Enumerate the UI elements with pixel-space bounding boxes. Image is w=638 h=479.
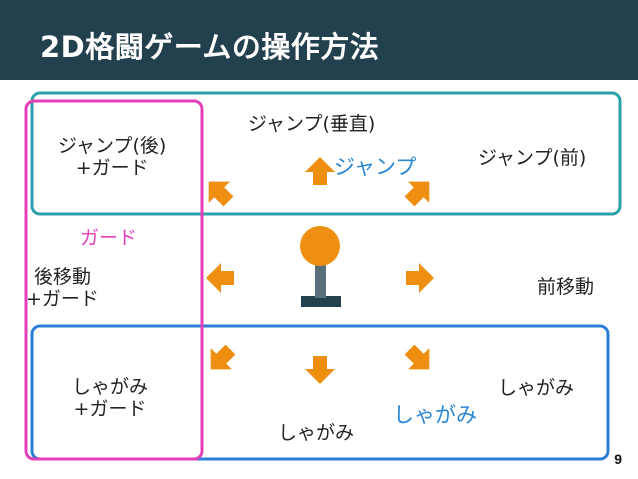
arrow-forward-icon xyxy=(406,263,434,293)
zone-label-guard: ガード xyxy=(80,227,138,249)
title-bar: 2D格闘ゲームの操作方法 xyxy=(0,0,638,80)
page-number: 9 xyxy=(614,451,622,467)
label-down-forward: しゃがみ xyxy=(498,377,575,399)
label-up-back: ジャンプ(後) +ガード xyxy=(58,135,167,179)
arrow-back-icon xyxy=(206,263,234,293)
direction-arrows xyxy=(206,157,434,384)
joystick-icon xyxy=(300,226,341,307)
label-forward: 前移動 xyxy=(537,276,595,298)
guard-zone-frame xyxy=(24,99,204,461)
zone-label-crouch: しゃがみ xyxy=(393,403,477,427)
zone-label-jump: ジャンプ xyxy=(334,155,417,179)
label-down: しゃがみ xyxy=(278,422,355,444)
crouch-zone-frame xyxy=(30,324,610,461)
arrow-down-icon xyxy=(305,356,335,384)
arrow-up-forward-icon xyxy=(404,181,430,207)
label-up-forward: ジャンプ(前) xyxy=(478,147,587,169)
arrow-down-forward-icon xyxy=(404,344,430,370)
slide-title: 2D格闘ゲームの操作方法 xyxy=(40,30,380,64)
arrow-up-back-icon xyxy=(208,181,234,207)
arrow-down-back-icon xyxy=(210,344,236,370)
jump-zone-frame xyxy=(30,91,622,216)
label-back: 後移動 +ガード xyxy=(26,266,99,310)
arrow-up-icon xyxy=(305,157,335,185)
label-down-back: しゃがみ +ガード xyxy=(72,376,149,420)
label-up: ジャンプ(垂直) xyxy=(248,113,376,135)
